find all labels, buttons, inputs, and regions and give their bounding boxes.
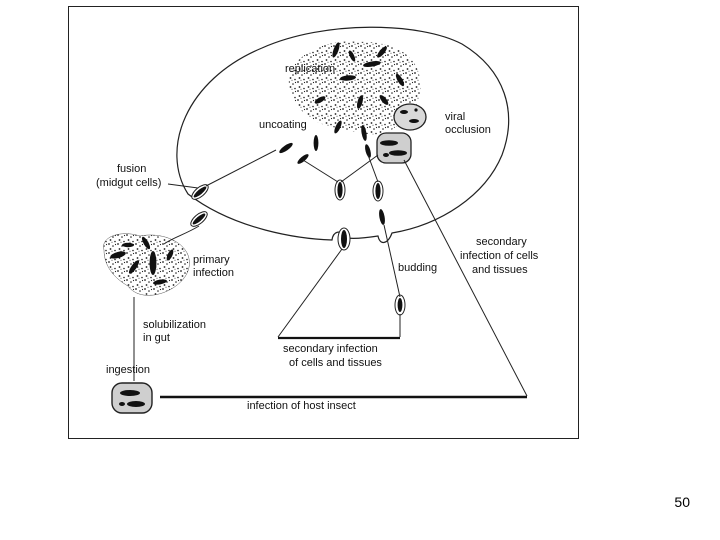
occlusion-body-lower xyxy=(376,132,412,164)
label-secondary-infection-bottom-line2: of cells and tissues xyxy=(289,357,382,369)
fusion-virions xyxy=(190,184,209,227)
budding-virions xyxy=(334,179,406,316)
label-budding: budding xyxy=(398,262,437,274)
nucleus-virions xyxy=(314,42,405,109)
label-ingestion: ingestion xyxy=(106,364,150,376)
label-viral-occlusion-line1: viral xyxy=(445,111,465,123)
figure-frame xyxy=(68,6,579,439)
label-solubilization-line1: solubilization xyxy=(143,319,206,331)
primary-infection-virions xyxy=(110,236,174,285)
label-primary-infection-line2: infection xyxy=(193,267,234,279)
primary-infection-body xyxy=(103,233,190,296)
label-fusion-line2: (midgut cells) xyxy=(96,177,161,189)
label-fusion-line1: fusion xyxy=(117,163,146,175)
label-uncoating: uncoating xyxy=(259,119,307,131)
connector-lines xyxy=(133,149,528,397)
label-secondary-infection-right-line2: infection of cells xyxy=(460,250,539,262)
host-cell-outline xyxy=(176,26,510,243)
label-primary-infection-line1: primary xyxy=(193,254,230,266)
label-solubilization-line2: in gut xyxy=(143,332,170,344)
ingested-occlusion-body xyxy=(111,382,153,414)
label-infection-of-host: infection of host insect xyxy=(247,400,356,412)
page-number: 50 xyxy=(674,494,690,510)
label-secondary-infection-right-line3: and tissues xyxy=(472,264,528,276)
label-secondary-infection-bottom-line1: secondary infection xyxy=(283,343,378,355)
label-viral-occlusion-line2: occlusion xyxy=(445,124,491,136)
label-replication: replication xyxy=(285,63,335,75)
cytoplasm-virions xyxy=(279,120,371,164)
nucleus-replication-region xyxy=(288,41,421,135)
occlusion-body-upper xyxy=(393,103,427,131)
label-secondary-infection-right-line1: secondary xyxy=(476,236,527,248)
